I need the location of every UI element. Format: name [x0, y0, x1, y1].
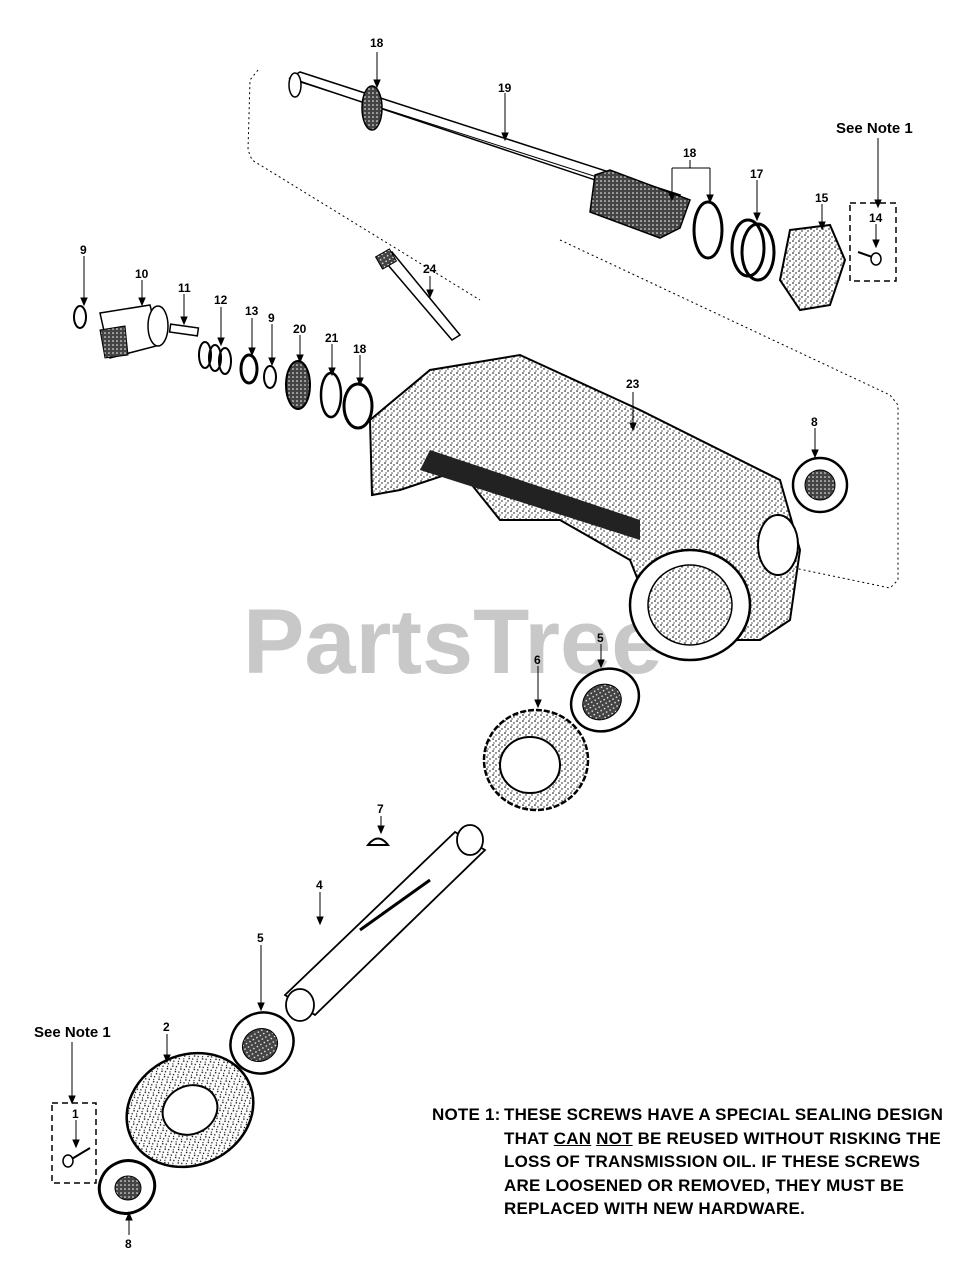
callout-5-upper: 5: [597, 631, 604, 645]
note-line-4: ARE LOOSENED OR REMOVED, THEY MUST BE: [504, 1175, 905, 1195]
shaft-19: [288, 71, 691, 239]
screw-1: [62, 1147, 91, 1168]
dipstick-24: [374, 248, 462, 341]
callout-7: 7: [377, 802, 384, 816]
bearing-5-lower: [229, 1011, 295, 1075]
spring-17: [730, 218, 776, 282]
callout-5-lower: 5: [257, 931, 264, 945]
note-heading: NOTE 1:: [432, 1105, 501, 1124]
bearing-20: [285, 360, 311, 410]
see-note-top-label: See Note 1: [836, 120, 913, 137]
coupling-10: [99, 304, 169, 359]
callout-15: 15: [815, 191, 829, 205]
bearing-18-low: [342, 382, 374, 430]
shaft-4: [283, 824, 487, 1022]
see-note-bottom-label: See Note 1: [34, 1024, 111, 1041]
cover-2: [125, 1051, 255, 1169]
seal-8-bottom: [97, 1159, 157, 1215]
callout-1: 1: [72, 1107, 79, 1121]
washer-13: [239, 353, 259, 385]
callout-18-top: 18: [370, 36, 384, 50]
bearing-18-top: [361, 85, 383, 131]
callout-6: 6: [534, 653, 541, 667]
bearing-8-right: [791, 456, 849, 514]
note-line-1: THESE SCREWS HAVE A SPECIAL SEALING DESI…: [504, 1105, 944, 1124]
key-7: [365, 837, 391, 846]
callout-8-bottom: 8: [125, 1237, 132, 1251]
callout-13: 13: [245, 304, 259, 318]
note-box-bottom: [51, 1102, 97, 1184]
callout-8-right: 8: [811, 415, 818, 429]
callout-23: 23: [626, 377, 640, 391]
spring-12: [198, 341, 232, 375]
callout-9-left: 9: [80, 243, 87, 257]
callout-24: 24: [423, 262, 437, 276]
snap-ring-9-left: [73, 305, 87, 329]
leader-lines: [68, 52, 882, 1235]
callout-18-mid: 18: [683, 146, 697, 160]
callout-12: 12: [214, 293, 228, 307]
callout-14: 14: [869, 211, 883, 225]
callout-20: 20: [293, 322, 307, 336]
callout-9-mid: 9: [268, 311, 275, 325]
callout-labels: 18 19 18 17 15 14 9 10 11 12 13 9 20 21 …: [34, 36, 913, 1251]
snap-ring-9-mid: [263, 365, 277, 389]
callout-21: 21: [325, 331, 339, 345]
note-line-5: REPLACED WITH NEW HARDWARE.: [504, 1199, 805, 1218]
bearing-5-upper: [569, 667, 641, 733]
snap-ring-21: [319, 371, 343, 419]
note-box-top: [849, 202, 897, 282]
callout-19: 19: [498, 81, 512, 95]
callout-4: 4: [316, 878, 323, 892]
housing-23: [368, 353, 802, 662]
gear-6: [482, 708, 590, 812]
callout-2: 2: [163, 1020, 170, 1034]
callout-17: 17: [750, 167, 764, 181]
note-emphasis-can: CAN: [553, 1128, 592, 1148]
note-emphasis-not: NOT: [596, 1128, 633, 1148]
note-1-block: NOTE 1: THESE SCREWS HAVE A SPECIAL SEAL…: [432, 1103, 952, 1221]
key-11: [168, 323, 200, 337]
note-line-3: LOSS OF TRANSMISSION OIL. IF THESE SCREW…: [504, 1152, 921, 1171]
callout-10: 10: [135, 267, 149, 281]
callout-18-low: 18: [353, 342, 367, 356]
screw-14: [857, 251, 882, 266]
bearing-18-mid: [692, 200, 724, 260]
cover-15: [778, 223, 847, 312]
note-line-2: THAT CAN NOT BE REUSED WITHOUT RISKING T…: [504, 1128, 941, 1148]
callout-11: 11: [178, 281, 191, 295]
